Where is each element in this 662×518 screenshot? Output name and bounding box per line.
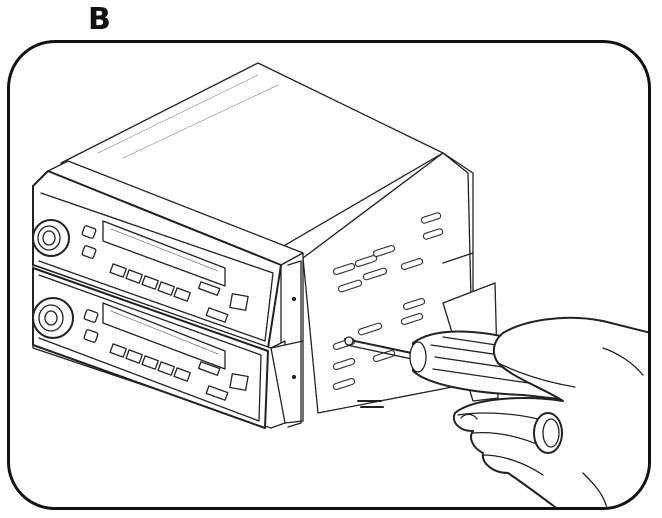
illustration-frame [7, 40, 651, 510]
lower-radio-unit [32, 264, 304, 429]
upper-volume-knob [32, 219, 70, 257]
step-label: B [88, 2, 111, 37]
upper-radio-unit [32, 160, 304, 349]
mounting-plate-slots [332, 212, 444, 391]
lower-preset-buttons [109, 343, 191, 382]
lower-volume-knob [32, 297, 74, 339]
installation-illustration [32, 62, 648, 507]
upper-preset-buttons [109, 263, 191, 302]
hand [453, 316, 648, 507]
